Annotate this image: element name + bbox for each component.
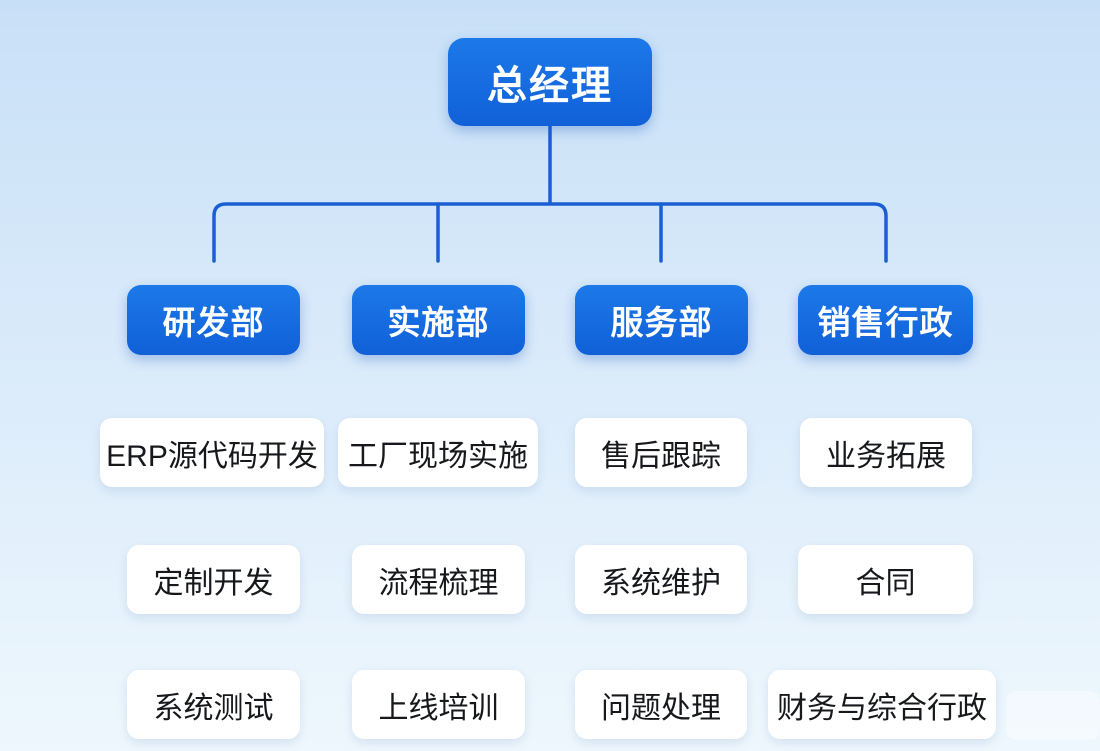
- org-node-erp-source-dev: ERP源代码开发: [100, 418, 324, 487]
- org-node-aftersale-tracking: 售后跟踪: [575, 418, 747, 487]
- org-node-business-expansion: 业务拓展: [800, 418, 972, 487]
- org-node-process-sorting: 流程梳理: [352, 545, 525, 614]
- org-node-issue-handling: 问题处理: [575, 670, 747, 739]
- org-node-finance-general-admin: 财务与综合行政: [768, 670, 996, 739]
- org-node-custom-dev: 定制开发: [127, 545, 300, 614]
- org-node-dept-sales-admin: 销售行政: [798, 285, 973, 355]
- org-node-system-maintenance: 系统维护: [575, 545, 747, 614]
- org-node-dept-service: 服务部: [575, 285, 748, 355]
- org-node-dept-implementation: 实施部: [352, 285, 525, 355]
- connector-rail: [212, 202, 888, 263]
- org-node-factory-onsite: 工厂现场实施: [338, 418, 538, 487]
- org-node-contract: 合同: [798, 545, 973, 614]
- org-node-general-manager: 总经理: [448, 38, 652, 126]
- org-node-dept-rd: 研发部: [127, 285, 300, 355]
- watermark: [1006, 691, 1100, 740]
- org-node-golive-training: 上线培训: [352, 670, 525, 739]
- org-node-system-testing: 系统测试: [127, 670, 300, 739]
